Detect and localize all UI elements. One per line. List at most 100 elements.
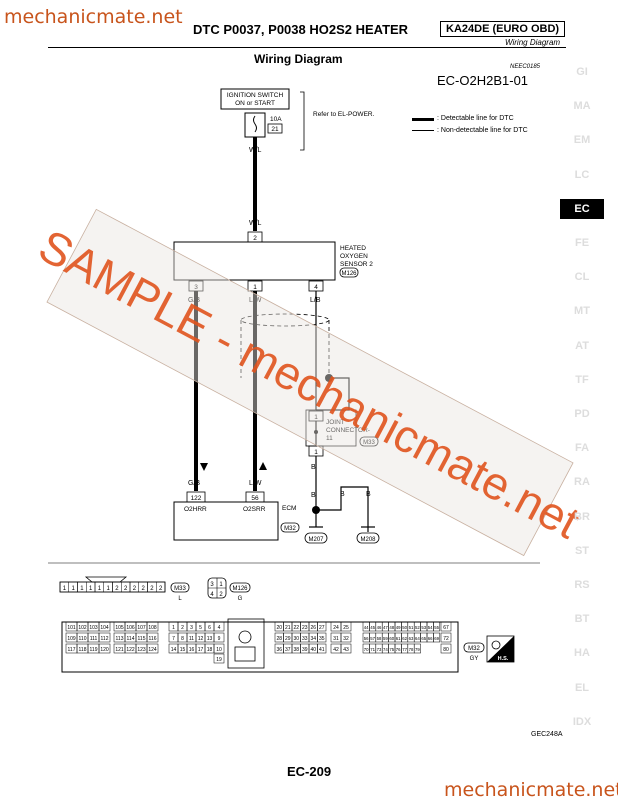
ecm-pin: 13 [207, 636, 213, 642]
ecm-pin-cell [98, 643, 111, 654]
ref-code: NEEC0185 [510, 64, 541, 70]
sidebar-item-st[interactable]: ST [574, 544, 590, 557]
legend-non-detectable-line [412, 130, 434, 131]
ecm-pin: 75 [389, 647, 394, 652]
refer-bracket [300, 91, 305, 151]
joint-label-2: CONNECTOR- [326, 427, 370, 434]
sidebar-item-gi[interactable]: GI [576, 66, 588, 78]
ecm-conn-badge [280, 522, 300, 533]
wire-gb-bottom-label: G/B [188, 480, 200, 487]
ecm-pin: 65 [421, 636, 426, 641]
fuse-num-box [267, 123, 283, 134]
ecm-pin: 52 [415, 625, 420, 630]
ecm-pin: 8 [181, 636, 184, 642]
sidebar-item-rs[interactable]: RS [574, 579, 590, 591]
ecm-pin: 49 [396, 625, 401, 630]
joint-connector-box [305, 409, 357, 447]
m33-pin: 2 [159, 586, 163, 592]
ecm-pin: 37 [285, 647, 291, 653]
m33-badge [170, 582, 190, 593]
ecm-pin: 18 [207, 647, 213, 653]
fuse-num: 21 [271, 126, 279, 133]
sidebar-item-br[interactable]: BR [574, 510, 590, 523]
ecm-pin: 16 [189, 647, 195, 653]
ecm-term-2: O2SRR [243, 506, 266, 513]
m33-pin: 1 [63, 586, 67, 592]
sidebar-item-em[interactable]: EM [573, 134, 591, 147]
sidebar-item-fa[interactable]: FA [574, 442, 590, 455]
sidebar-item-ra[interactable]: RA [574, 476, 590, 489]
ecm-pin: 109 [67, 636, 76, 642]
sidebar-item-idx[interactable]: IDX [572, 715, 592, 728]
sidebar-item-pd[interactable]: PD [574, 408, 590, 420]
sidebar-item-fe[interactable]: FE [574, 237, 590, 249]
ecm-pin: 31 [333, 636, 339, 642]
ecm-pin: 46 [377, 625, 382, 630]
ecm-pin: 66 [428, 636, 433, 641]
ecm-pin: 34 [310, 636, 316, 642]
header-rule [48, 47, 566, 48]
sidebar-item-mt[interactable]: MT [574, 305, 590, 318]
sidebar-item-at[interactable]: AT [575, 339, 589, 352]
sidebar-item-cl[interactable]: CL [574, 271, 590, 284]
ecm-pin: 64 [415, 636, 420, 641]
ecm-pin: 69 [434, 636, 439, 641]
sidebar-item-ec[interactable]: EC [560, 198, 604, 219]
ecm-pin: 39 [302, 647, 308, 653]
ecm-pin-56-label: 56 [251, 495, 259, 502]
ecm-pin-cell [317, 632, 327, 643]
hs-badge-fill [487, 636, 514, 662]
sidebar-item-lc[interactable]: LC [574, 168, 590, 181]
ecm-pin-122-label: 122 [191, 495, 202, 502]
ecm-pin-cell [317, 621, 327, 632]
ecm-pin: 47 [383, 625, 388, 630]
header-subtitle: Wiring Diagram [505, 38, 561, 47]
ecm-pin: 60 [389, 636, 394, 641]
ecm-pin: 112 [101, 636, 109, 642]
sidebar-item-ma[interactable]: MA [573, 100, 591, 113]
ecm-pin: 73 [377, 647, 382, 652]
ecm-pin-cell [433, 621, 441, 632]
m126-badge [229, 582, 251, 593]
sensor-pin-4-label: 4 [314, 284, 318, 291]
ecm-pin-cell [146, 643, 159, 654]
sidebar-item-bt[interactable]: BT [574, 613, 590, 626]
sidebar-item-ha[interactable]: HA [574, 647, 590, 660]
joint-label-3: 11 [326, 435, 333, 442]
sidebar-item-el[interactable]: EL [574, 681, 590, 694]
ecm-pin: 117 [68, 647, 76, 653]
legend-detectable-label: : Detectable line for DTC [437, 115, 514, 122]
ecm-pin: 51 [409, 625, 414, 630]
ecm-pin: 77 [402, 647, 407, 652]
ecm-pin: 9 [218, 636, 221, 642]
ecm-pin: 10 [216, 647, 222, 653]
ecm-pin-cell [340, 643, 352, 654]
ignition-switch-box [220, 88, 290, 110]
ecm-pin: 120 [100, 647, 109, 653]
page-header-title: DTC P0037, P0038 HO2S2 HEATER [193, 22, 409, 37]
sensor-label-1: HEATED [340, 245, 366, 252]
sensor-conn-label: M126 [341, 271, 357, 277]
ecm-pin: 121 [115, 647, 124, 653]
ecm-pin: 20 [276, 625, 282, 631]
sensor-pin-1-label: 1 [253, 284, 257, 291]
ecm-box [173, 501, 279, 541]
ecm-pin: 3 [190, 625, 193, 631]
ecm-pin: 114 [127, 636, 135, 642]
ecm-pin: 17 [198, 647, 204, 653]
ecm-pin: 118 [79, 647, 87, 653]
wire-b-label-3: B [340, 491, 345, 498]
m33-pin: 1 [89, 586, 93, 592]
wire-b-branch [316, 486, 369, 532]
ecm-pin: 11 [189, 636, 194, 642]
ecm-pin-122 [186, 491, 206, 503]
m33-pin: 2 [115, 586, 119, 592]
sidebar-item-tf[interactable]: TF [575, 373, 589, 386]
ecm-pin: 40 [310, 647, 316, 653]
figure-code: GEC248A [531, 731, 563, 738]
ground-badge-1 [304, 532, 328, 544]
hs-label: H.S. [498, 656, 509, 662]
